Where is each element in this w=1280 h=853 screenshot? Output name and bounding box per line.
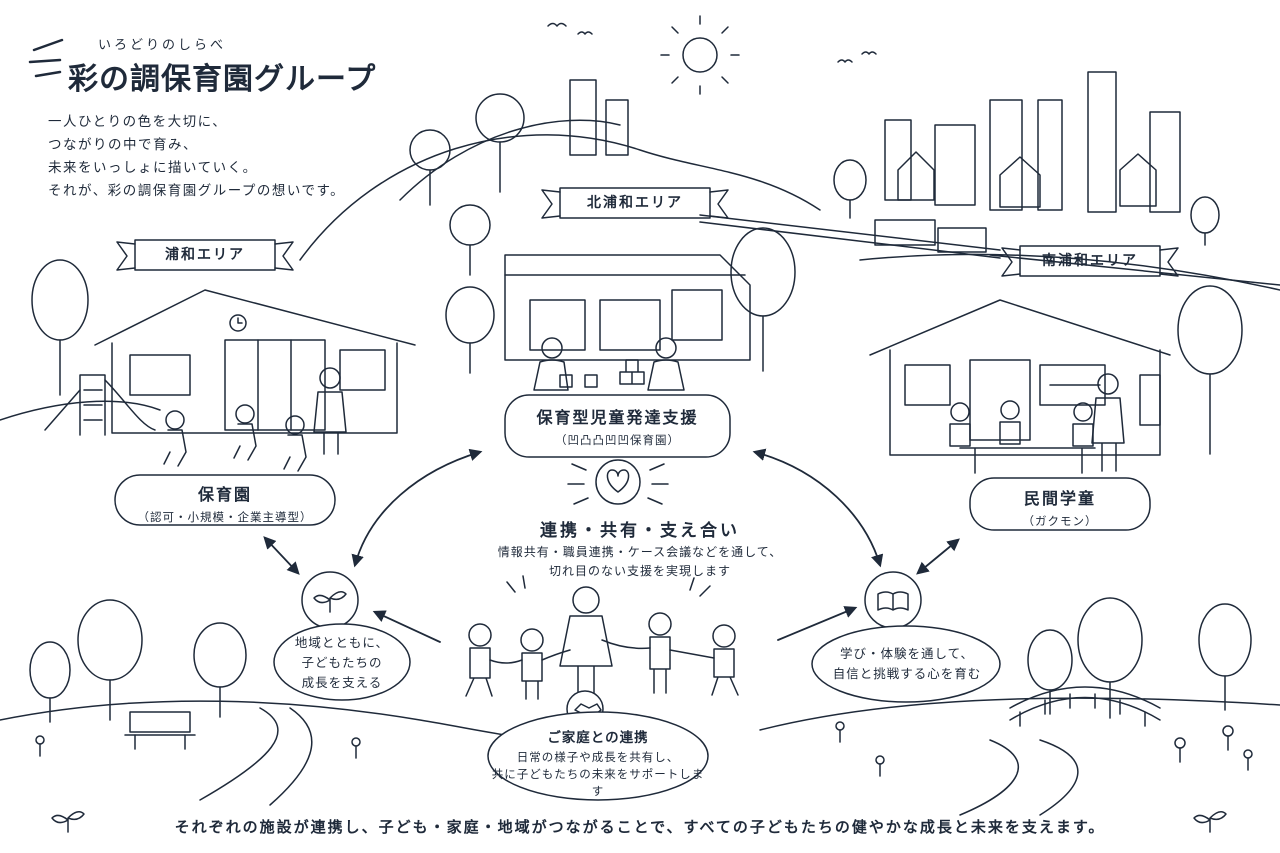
city-skyline	[569, 71, 1181, 213]
family-line: 日常の様子や成長を共有し、	[516, 750, 680, 764]
ribbon-urawa-area: 浦和エリア	[165, 247, 245, 263]
sprout-icon	[51, 811, 85, 833]
path	[199, 707, 313, 806]
facility-nursery-sub: （認可・小規模・企業主導型）	[137, 510, 313, 524]
learning-caption: 学び・体験を通して、 自信と挑戦する心を育む	[812, 644, 1002, 684]
sprout-badge-icon	[313, 591, 347, 613]
tagline-line: 未来をいっしょに描いていく。	[48, 160, 258, 176]
minami-urawa-building	[869, 299, 1171, 474]
tagline-line: つながりの中で育み、	[48, 137, 198, 153]
flowers	[35, 721, 1253, 777]
community-caption: 地域とともに、 子どもたちの 成長を支える	[282, 633, 402, 693]
page-title: 彩の調保育園グループ	[68, 62, 377, 97]
facility-development-name: 保育型児童発達支援	[536, 408, 699, 427]
facility-box-shapes	[114, 394, 1151, 531]
learning-line: 学び・体験を通して、	[839, 646, 974, 661]
facility-development: 保育型児童発達支援 （凹凸凸凹凹保育園）	[505, 404, 730, 448]
community-line: 子どもたちの	[301, 655, 383, 670]
trees	[29, 93, 1252, 723]
facility-development-sub: （凹凸凸凹凹保育園）	[555, 433, 680, 447]
book-icon	[877, 591, 909, 611]
facility-nursery-name: 保育園	[197, 485, 252, 504]
community-line: 成長を支える	[301, 675, 383, 690]
family-caption: ご家庭との連携 日常の様子や成長を共有し、 共に子どもたちの未来をサポートします	[488, 730, 708, 800]
sprout-icon	[1193, 811, 1227, 833]
facility-nursery: 保育園 （認可・小規模・企業主導型）	[115, 481, 335, 525]
birds	[547, 22, 877, 63]
tagline-line: それが、彩の調保育園グループの想いです。	[48, 183, 346, 199]
title-accent	[28, 38, 64, 78]
people	[163, 337, 1125, 700]
community-line: 地域とともに、	[294, 635, 390, 650]
urawa-building	[94, 289, 416, 434]
caption-bubbles	[273, 623, 1001, 801]
heart-rays	[567, 463, 669, 505]
footer-message: それぞれの施設が連携し、子ども・家庭・地域がつながることで、すべての子どもたちの…	[174, 818, 1106, 836]
facility-afterschool: 民間学童 （ガクモン）	[970, 485, 1150, 529]
center-title: 連携・共有・支え合い	[540, 521, 740, 541]
ribbon-minami-urawa-area: 南浦和エリア	[1042, 253, 1138, 269]
center-line: 切れ目のない支援を実現します	[548, 564, 731, 578]
park-bench	[124, 711, 196, 750]
family-line: 共に子どもたちの未来をサポートします	[491, 767, 705, 798]
ribbon-kita-urawa-area: 北浦和エリア	[587, 195, 683, 211]
title-ruby: いろどりのしらべ	[98, 38, 227, 53]
tagline-line: 一人ひとりの色を大切に、	[48, 114, 228, 130]
facility-afterschool-sub: （ガクモン）	[1022, 514, 1098, 528]
sun-icon	[660, 15, 740, 95]
slide	[44, 374, 156, 436]
facility-afterschool-name: 民間学童	[1023, 489, 1096, 508]
center-line: 情報共有・職員連携・ケース会議などを通して、	[497, 545, 783, 559]
kita-urawa-building	[504, 254, 751, 388]
heart-icon	[606, 469, 630, 493]
ribbon-shapes	[116, 187, 1179, 277]
bridge	[1009, 686, 1161, 727]
connection-arrows	[263, 448, 960, 643]
train	[699, 214, 1280, 286]
stream	[959, 739, 1079, 816]
learning-line: 自信と挑戦する心を育む	[832, 666, 982, 681]
family-title: ご家庭との連携	[547, 730, 649, 746]
